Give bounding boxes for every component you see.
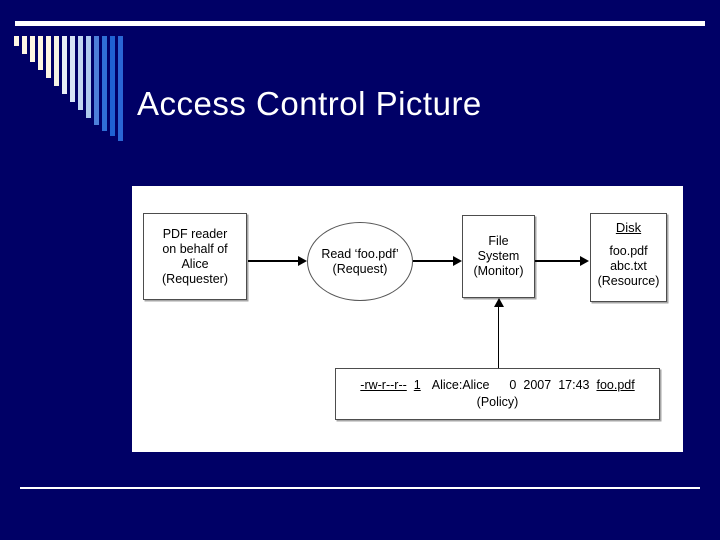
policy-size: 0 [509,378,517,392]
node-requester-line-1: PDF reader [162,226,228,241]
arrowhead-right-icon [580,256,589,266]
policy-permissions: -rw-r--r-- [360,378,407,392]
fan-bar-4 [38,36,43,70]
fan-bar-8 [70,36,75,102]
policy-year: 2007 [523,378,552,392]
node-requester-line-2: on behalf of [162,241,228,256]
node-requester-line-3: Alice [181,256,209,271]
policy-caption: (Policy) [476,395,519,409]
node-resource-line-2: abc.txt [610,259,647,273]
node-policy[interactable]: -rw-r--r-- 1 Alice:Alice 0 2007 17:43 fo… [335,368,660,420]
node-request-line-2: (Request) [332,261,388,276]
decorative-bar-fan [14,36,134,141]
arrowhead-right-icon [453,256,462,266]
policy-filename: foo.pdf [596,378,635,392]
policy-time: 17:43 [558,378,590,392]
fan-bar-13 [110,36,115,136]
fan-bar-10 [86,36,91,118]
node-resource[interactable]: Disk foo.pdf abc.txt (Resource) [590,213,667,302]
node-monitor[interactable]: File System (Monitor) [462,215,535,298]
node-requester[interactable]: PDF reader on behalf of Alice (Requester… [143,213,247,300]
node-resource-line-3: (Resource) [597,274,660,288]
connector-request-to-monitor [413,260,454,262]
fan-bar-12 [102,36,107,131]
fan-bar-7 [62,36,67,94]
fan-bar-6 [54,36,59,86]
fan-bar-5 [46,36,51,78]
node-requester-line-4: (Requester) [162,271,228,286]
connector-requester-to-request [248,260,299,262]
node-resource-line-1: foo.pdf [609,244,648,258]
connector-policy-to-monitor [498,306,500,368]
arrowhead-right-icon [298,256,307,266]
fan-bar-3 [30,36,35,62]
fan-bar-1 [14,36,19,46]
fan-bar-11 [94,36,99,125]
node-request-line-1: Read ‘foo.pdf’ [321,246,399,261]
top-divider-rule [15,21,705,26]
connector-monitor-to-resource [535,260,581,262]
node-monitor-line-3: (Monitor) [473,264,524,278]
fan-bar-14 [118,36,123,141]
arrowhead-up-icon [494,298,504,307]
node-monitor-line-1: File [488,234,509,248]
fan-bar-2 [22,36,27,54]
access-control-diagram: PDF reader on behalf of Alice (Requester… [132,186,683,452]
page-title: Access Control Picture [137,85,482,123]
policy-owner-group: Alice:Alice [431,378,490,392]
node-monitor-line-2: System [477,249,520,263]
policy-link-count: 1 [413,378,421,392]
policy-listing-row: -rw-r--r-- 1 Alice:Alice 0 2007 17:43 fo… [360,378,634,393]
node-resource-title: Disk [615,220,642,235]
fan-bar-9 [78,36,83,110]
bottom-divider-rule [20,487,700,489]
node-request[interactable]: Read ‘foo.pdf’ (Request) [307,222,413,301]
